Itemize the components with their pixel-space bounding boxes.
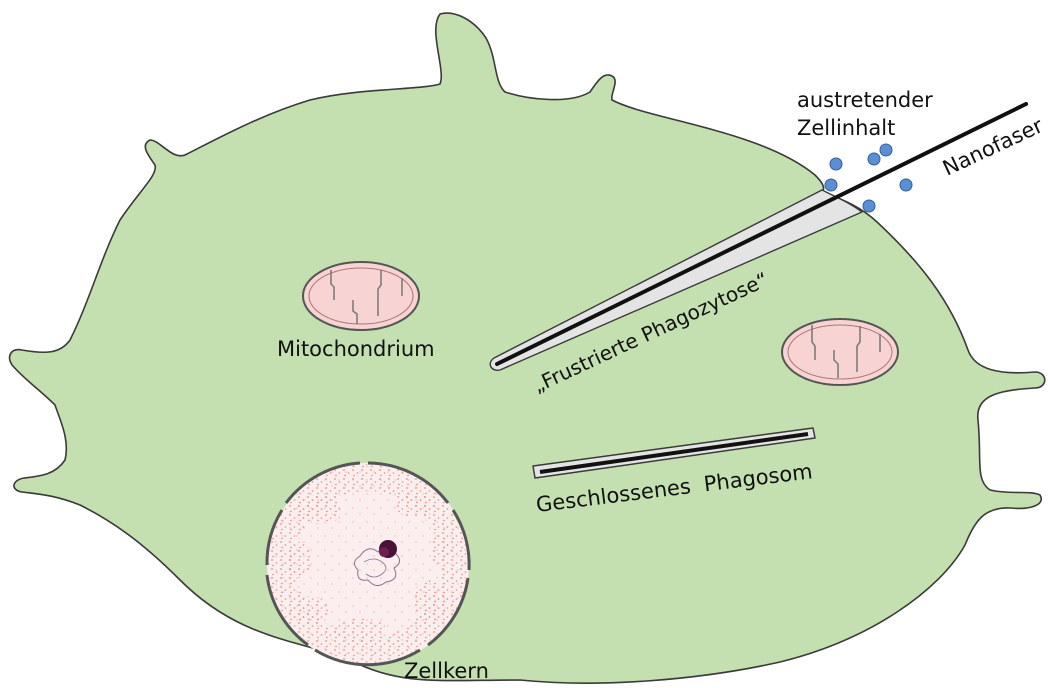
mitochondrion [303,262,419,330]
nucleus [267,463,469,665]
nucleus-label: Zellkern [404,659,489,683]
nanofiber-label: Nanofaser [939,113,1047,180]
vesicle [880,144,892,156]
vesicle [863,200,875,212]
vesicle [900,179,912,191]
vesicle [830,158,842,170]
mitochondrion [782,319,898,385]
outflow-label-line2: Zellinhalt [797,116,895,140]
outflow-label-line1: austretender [797,88,933,112]
vesicle [825,179,837,191]
vesicle [868,153,880,165]
mitochondrium-label: Mitochondrium [277,337,435,361]
